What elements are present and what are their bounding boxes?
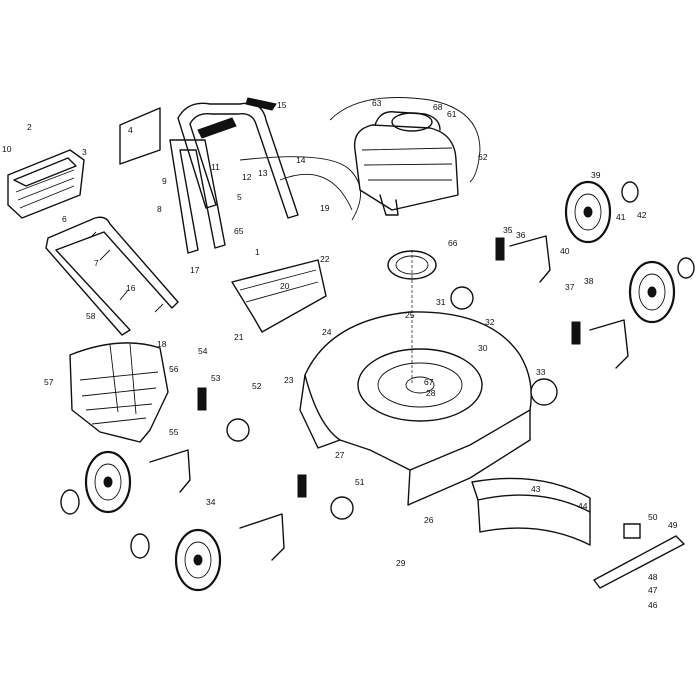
callout: 49 bbox=[668, 520, 678, 530]
callout: 29 bbox=[396, 558, 406, 568]
callout: 9 bbox=[162, 176, 167, 186]
callout: 26 bbox=[424, 515, 434, 525]
callout: 55 bbox=[169, 427, 179, 437]
callout: 5 bbox=[237, 192, 242, 202]
callout: 14 bbox=[296, 155, 306, 165]
callout: 41 bbox=[616, 212, 626, 222]
callout: 66 bbox=[448, 238, 458, 248]
grass-catcher-frame-cover bbox=[7, 149, 85, 219]
callout: 7 bbox=[94, 258, 99, 268]
callout: 38 bbox=[584, 276, 594, 286]
callout: 18 bbox=[157, 339, 167, 349]
rear-deflector bbox=[231, 259, 327, 333]
wheel-rear-right bbox=[564, 180, 612, 244]
callout: 21 bbox=[234, 332, 244, 342]
callout: 22 bbox=[320, 254, 330, 264]
lower-handle bbox=[169, 139, 226, 254]
callout: 50 bbox=[648, 512, 658, 522]
callout: 46 bbox=[648, 600, 658, 610]
callout: 67 bbox=[424, 377, 434, 387]
control-cable bbox=[239, 156, 361, 221]
callout: 25 bbox=[405, 310, 415, 320]
callout: 32 bbox=[485, 317, 495, 327]
callout: 47 bbox=[648, 585, 658, 595]
callout: 62 bbox=[478, 152, 488, 162]
callout: 3 bbox=[82, 147, 87, 157]
side-discharge-chute bbox=[471, 477, 591, 546]
callout: 42 bbox=[637, 210, 647, 220]
callout: 27 bbox=[335, 450, 345, 460]
wheel-front-right bbox=[628, 260, 676, 324]
callout: 36 bbox=[516, 230, 526, 240]
warning-decal bbox=[119, 107, 161, 165]
height-levers bbox=[197, 237, 581, 498]
wheel-rear-left bbox=[84, 450, 132, 514]
callout: 31 bbox=[436, 297, 446, 307]
callout: 12 bbox=[242, 172, 252, 182]
callout: 4 bbox=[128, 125, 133, 135]
catcher-frame bbox=[45, 216, 179, 336]
wheel-front-left bbox=[174, 528, 222, 592]
callout: 53 bbox=[211, 373, 221, 383]
callout: 24 bbox=[322, 327, 332, 337]
callout: 6 bbox=[62, 214, 67, 224]
callout: 19 bbox=[320, 203, 330, 213]
callout: 61 bbox=[447, 109, 457, 119]
callout: 39 bbox=[591, 170, 601, 180]
callout: 13 bbox=[258, 168, 268, 178]
callout: 43 bbox=[531, 484, 541, 494]
blade-adapter bbox=[623, 523, 641, 539]
callout: 30 bbox=[478, 343, 488, 353]
callout: 8 bbox=[157, 204, 162, 214]
upper-handle bbox=[177, 97, 299, 219]
callout: 28 bbox=[426, 388, 436, 398]
callout: 56 bbox=[169, 364, 179, 374]
callout: 11 bbox=[211, 162, 220, 172]
mower-deck bbox=[299, 250, 532, 506]
callout: 51 bbox=[355, 477, 365, 487]
callout: 35 bbox=[503, 225, 513, 235]
axle-brackets bbox=[149, 235, 629, 561]
callout: 15 bbox=[277, 100, 287, 110]
hub-caps bbox=[60, 181, 695, 559]
callout: 57 bbox=[44, 377, 54, 387]
callout: 23 bbox=[284, 375, 294, 385]
callout: 40 bbox=[560, 246, 570, 256]
height-adjuster-gears bbox=[226, 286, 558, 520]
callout: 33 bbox=[536, 367, 546, 377]
callout: 52 bbox=[252, 381, 262, 391]
callout: 17 bbox=[190, 265, 200, 275]
callout: 48 bbox=[648, 572, 658, 582]
grass-catcher-bag bbox=[69, 342, 169, 443]
callout: 58 bbox=[86, 311, 96, 321]
callout: 16 bbox=[126, 283, 136, 293]
callout: 54 bbox=[198, 346, 208, 356]
callout: 34 bbox=[206, 497, 216, 507]
callout: 44 bbox=[578, 501, 588, 511]
callout: 63 bbox=[372, 98, 382, 108]
callout: 20 bbox=[280, 281, 290, 291]
callout-labels: 1 2 3 4 5 6 7 8 9 10 11 12 13 14 15 16 1… bbox=[2, 98, 678, 610]
callout: 10 bbox=[2, 144, 12, 154]
callout: 1 bbox=[255, 247, 260, 257]
blade bbox=[593, 535, 685, 589]
callout: 68 bbox=[433, 102, 443, 112]
callout: 37 bbox=[565, 282, 575, 292]
callout: 65 bbox=[234, 226, 244, 236]
engine bbox=[353, 111, 459, 216]
callout: 2 bbox=[27, 122, 32, 132]
